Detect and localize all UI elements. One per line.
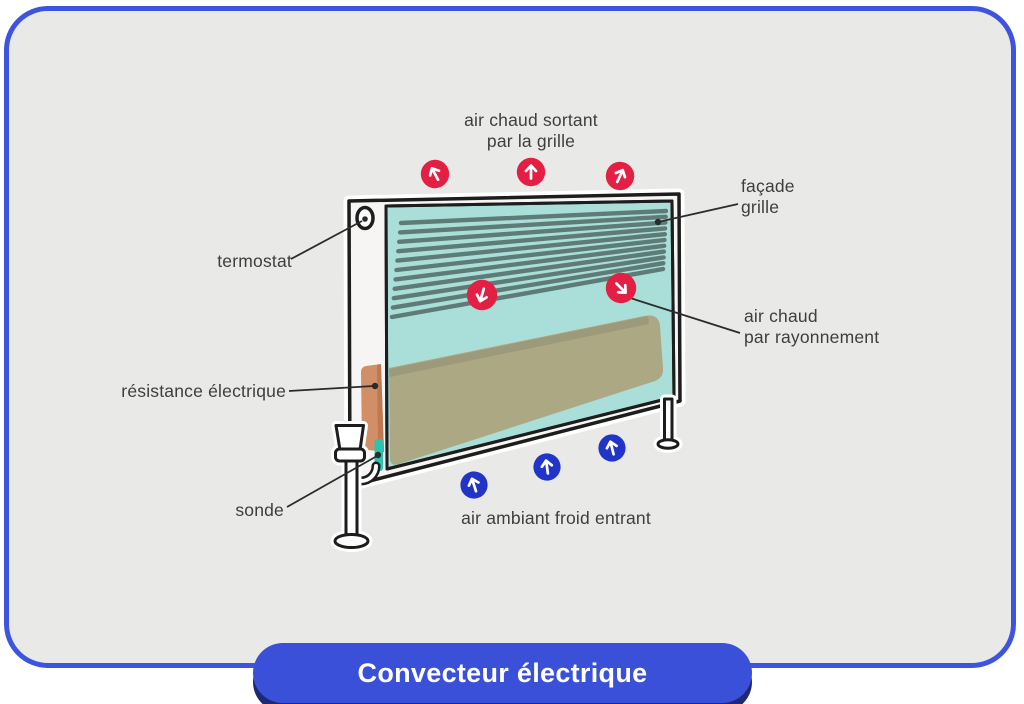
radiated-heat-arrow-icon — [466, 279, 498, 311]
label-thermostat: termostat — [142, 251, 292, 272]
hot-air-out-arrow-icon — [605, 161, 635, 191]
label-thermostat-text: termostat — [217, 251, 292, 271]
diagram-title: Convecteur électrique — [357, 657, 648, 688]
cold-air-in-arrow-icon — [598, 434, 626, 462]
hot-air-out-arrow-icon — [420, 159, 450, 189]
label-facade-line1: façade — [741, 176, 795, 196]
label-hot-air-out-line2: par la grille — [486, 131, 576, 151]
cold-air-in-arrow-icon — [533, 453, 561, 481]
label-sonde-text: sonde — [235, 500, 284, 520]
resistance-side-shade — [377, 364, 384, 452]
label-resistance-text: résistance électrique — [121, 381, 286, 401]
right-leg — [653, 394, 683, 453]
label-radiated-line2: par rayonnement — [744, 327, 880, 347]
label-hot-air-out-line1: air chaud sortant — [464, 110, 598, 130]
label-facade-grille: façade grille — [741, 176, 795, 218]
facade-grille-slats — [389, 208, 669, 320]
mounting-bracket — [356, 461, 381, 486]
cold-air-in-arrow-icon — [460, 471, 488, 499]
label-radiated-heat: air chaud par rayonnement — [744, 306, 879, 348]
label-cold-air-in: air ambiant froid entrant — [436, 508, 676, 529]
label-sonde: sonde — [164, 500, 284, 521]
left-leg — [330, 421, 373, 552]
radiated-heat-arrow-icon — [605, 272, 637, 304]
label-facade-line2: grille — [741, 197, 780, 217]
label-radiated-line1: air chaud — [744, 306, 818, 326]
label-cold-air-in-text: air ambiant froid entrant — [461, 508, 651, 528]
resistance-element-top-shade — [389, 316, 649, 377]
title-pill: Convecteur électrique — [253, 643, 752, 703]
label-resistance: résistance électrique — [66, 381, 286, 402]
hot-air-out-arrow-icon — [516, 157, 546, 187]
resistance-element-body — [389, 315, 664, 465]
label-hot-air-out: air chaud sortant par la grille — [421, 110, 641, 152]
